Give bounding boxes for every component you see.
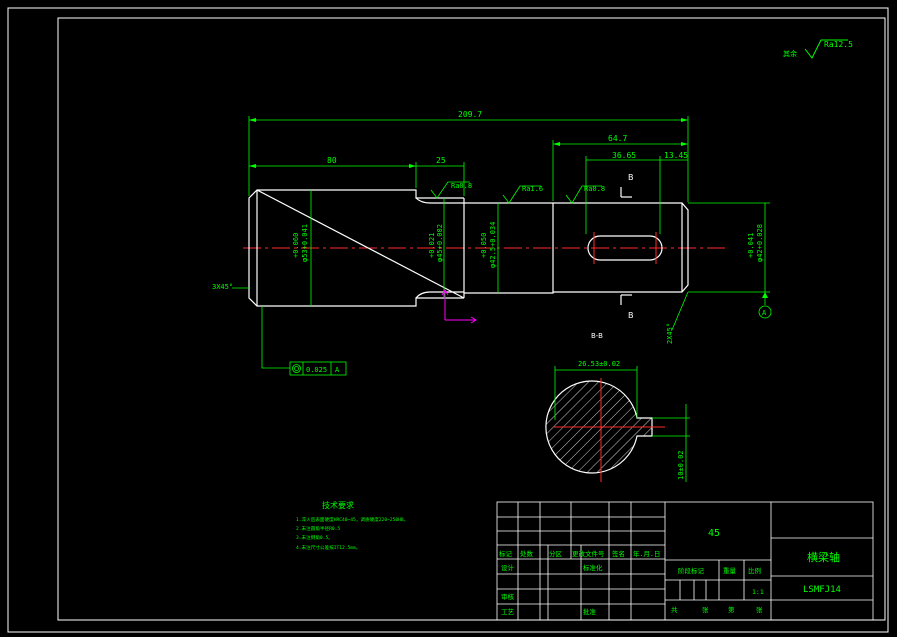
shaft-outline	[248, 189, 689, 307]
dimension-lines	[232, 116, 770, 369]
arrowheads	[249, 118, 768, 298]
title-block	[496, 501, 874, 621]
tb-approve: 批准	[583, 607, 597, 616]
tb-weight: 重量	[723, 567, 737, 575]
section-cut-marker	[620, 187, 632, 305]
section-dims	[554, 366, 690, 482]
tb-review: 审核	[501, 592, 515, 601]
dim-dia1: φ53+0.041	[301, 224, 309, 262]
dim-overall-length: 209.7	[458, 110, 482, 119]
tb-label-mark: 标记	[499, 549, 513, 558]
datum-marker: A	[758, 305, 772, 319]
section-cut-label-top: B	[628, 173, 634, 182]
tb-sheets-total: 共	[671, 605, 678, 614]
tb-label-zone: 分区	[549, 549, 563, 558]
roughness-note: 其余 Ra12.5	[783, 39, 853, 59]
section-cut-label-bottom: B	[628, 311, 634, 320]
tb-drawing-no: LSMFJ14	[803, 585, 841, 595]
tech-req-title: 技术要求	[322, 500, 354, 510]
datum-label: A	[762, 309, 767, 317]
section-depth: 10±0.02	[677, 450, 685, 480]
keyway-slot	[587, 235, 663, 261]
section-title: B-B	[591, 332, 603, 340]
tb-craft: 工艺	[501, 608, 515, 616]
dim-dia3-tol: +0.050	[480, 233, 488, 258]
tb-label-change-doc: 更改文件号	[572, 549, 605, 558]
roughness-note-value: Ra12.5	[824, 40, 853, 49]
tolerance-datum: A	[335, 366, 340, 374]
dim-chamfer-left: 3X45°	[212, 283, 233, 291]
dim-dia1-tol: +0.060	[292, 233, 300, 258]
tb-scale: 比例	[748, 566, 761, 575]
dim-dia4: φ42+0.028	[756, 224, 764, 262]
tb-stage: 阶段标记	[678, 566, 705, 575]
tech-req-line-3: 3.未注倒角0.5。	[296, 534, 333, 541]
tech-req-line-2: 2.未注圆角半径R0.5	[296, 525, 340, 532]
dim-dia4-tol: +0.041	[747, 233, 755, 258]
inner-border	[57, 17, 886, 621]
tb-sheet-word-2: 张	[756, 605, 763, 614]
tolerance-frame: 0.025 A	[289, 361, 347, 376]
tech-req-line-1: 1.淬火后表面硬度HRC40~45，调质硬度220~250HB。	[296, 516, 408, 523]
ucs-icon	[441, 289, 477, 324]
tolerance-value: 0.025	[306, 366, 327, 374]
roughness-keyway: Ra0.8	[565, 185, 605, 204]
section-width: 26.53±0.02	[578, 360, 620, 368]
roughness-symbol	[804, 39, 848, 59]
tb-label-count: 处数	[520, 549, 534, 558]
roughness-step2-value: Ra1.6	[522, 185, 543, 193]
dim-right-length: 64.7	[608, 134, 627, 143]
dim-dia2-tol: +0.021	[428, 233, 436, 258]
tb-scale-value: 1:1	[752, 588, 764, 596]
tb-part-name: 横梁轴	[807, 550, 840, 564]
dim-first-length: 80	[327, 156, 337, 165]
tb-label-sign: 签名	[612, 549, 625, 558]
roughness-step2: Ra1.6	[502, 185, 543, 204]
dim-dia3: φ42.5+0.034	[489, 222, 497, 268]
tb-standard: 标准化	[583, 563, 603, 572]
tech-req-line-4: 4.未注尺寸公差按IT12.5mm。	[296, 544, 360, 551]
concentricity-icon	[292, 364, 301, 373]
tb-sheet-no: 第	[728, 605, 735, 614]
dim-key-length: 36.65	[612, 151, 636, 160]
tb-design: 设计	[501, 563, 515, 572]
outer-border	[7, 7, 889, 633]
dim-groove-length: 25	[436, 156, 446, 165]
tb-label-date: 年.月.日	[633, 549, 660, 558]
roughness-step1-value: Ra0.8	[451, 182, 472, 190]
roughness-keyway-value: Ra0.8	[584, 185, 605, 193]
roughness-step1: Ra0.8	[430, 181, 472, 199]
dim-dia2: φ45+0.002	[436, 224, 444, 262]
tb-material: 45	[708, 528, 720, 539]
dim-chamfer-right: 2X45°	[666, 323, 674, 344]
roughness-note-label: 其余	[783, 49, 797, 58]
dim-key-offset: 13.45	[664, 151, 688, 160]
tb-sheet-word-1: 张	[702, 605, 709, 614]
